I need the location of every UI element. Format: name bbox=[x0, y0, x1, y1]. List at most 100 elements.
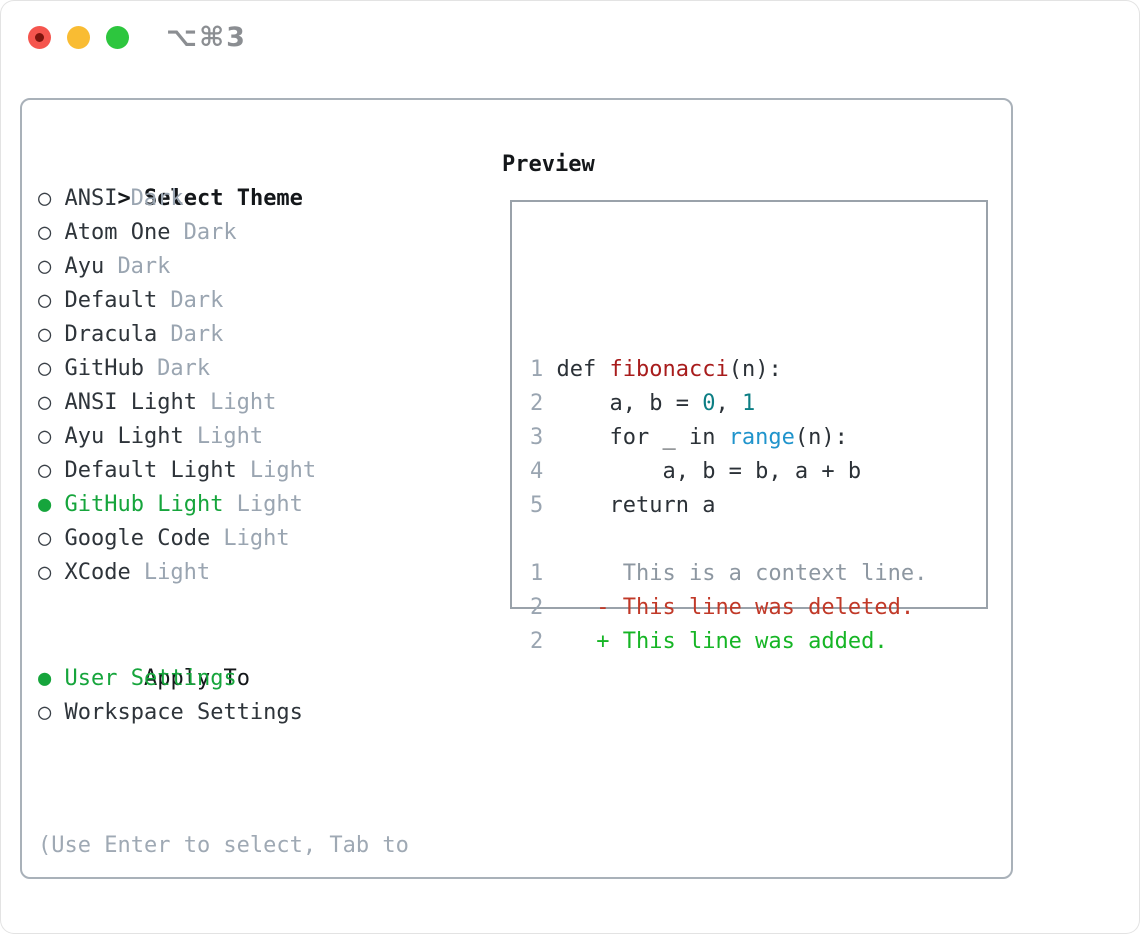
code-line: 5 return a bbox=[530, 489, 986, 523]
apply-option[interactable]: ○ Workspace Settings bbox=[38, 696, 303, 730]
theme-option[interactable]: ○ Atom One Dark bbox=[38, 216, 316, 250]
theme-option[interactable]: ○ GitHub Dark bbox=[38, 352, 316, 386]
code-segment-code: a, b = b, a + b bbox=[556, 459, 862, 484]
theme-option-label: GitHub bbox=[64, 356, 144, 381]
code-segment-call: range bbox=[728, 425, 795, 450]
close-dot-icon bbox=[35, 33, 44, 42]
theme-option[interactable]: ○ Dracula Dark bbox=[38, 318, 316, 352]
theme-option-label: Ayu Light bbox=[64, 424, 184, 449]
code-segment-num: 3 bbox=[530, 425, 557, 450]
theme-variant-tag: Dark bbox=[117, 254, 171, 279]
theme-option[interactable]: ○ ANSI Light Light bbox=[38, 386, 316, 420]
code-segment-code: a, b = bbox=[556, 391, 703, 416]
theme-variant-tag: Dark bbox=[170, 322, 224, 347]
code-segment-num: 4 bbox=[530, 459, 557, 484]
code-line: 2 - This line was deleted. bbox=[530, 591, 986, 625]
code-segment-fn: fibonacci bbox=[609, 357, 729, 382]
code-segment-lit: 0 bbox=[702, 391, 716, 416]
theme-list-title: Select Theme bbox=[143, 186, 303, 211]
code-line: 1 This is a context line. bbox=[530, 557, 986, 591]
selected-dot-icon: ● bbox=[38, 666, 52, 691]
code-segment-lit: 1 bbox=[741, 391, 756, 416]
code-segment-code: for _ in bbox=[556, 425, 729, 450]
code-segment-num: 2 bbox=[530, 595, 557, 620]
apply-option[interactable]: ● User Settings bbox=[38, 662, 303, 696]
minimize-button[interactable] bbox=[67, 26, 90, 49]
theme-list-header: > Select Theme bbox=[38, 148, 316, 211]
theme-variant-tag: Dark bbox=[170, 288, 224, 313]
code-segment-add: + This line was added. bbox=[556, 629, 888, 654]
close-button[interactable] bbox=[28, 26, 51, 49]
code-segment-num: 5 bbox=[530, 493, 557, 518]
code-segment-del: - This line was deleted. bbox=[556, 595, 915, 620]
code-segment-num: 1 bbox=[530, 357, 557, 382]
theme-variant-tag: Light bbox=[196, 424, 264, 449]
apply-to-title: Apply To bbox=[143, 666, 250, 691]
theme-option-label: XCode bbox=[64, 560, 131, 585]
code-line: 2 a, b = 0, 1 bbox=[530, 387, 986, 421]
apply-to-header-row: Apply To bbox=[38, 628, 303, 691]
theme-option-label: Ayu bbox=[64, 254, 105, 279]
code-segment-code: return a bbox=[556, 493, 716, 518]
radio-circle-icon: ○ bbox=[38, 322, 52, 347]
theme-variant-tag: Light bbox=[143, 560, 211, 585]
apply-option-label: User Settings bbox=[64, 666, 237, 691]
theme-option[interactable]: ○ Google Code Light bbox=[38, 522, 316, 556]
radio-circle-icon: ○ bbox=[38, 424, 52, 449]
window-title: ⌥⌘3 bbox=[166, 22, 247, 53]
radio-circle-icon: ○ bbox=[38, 458, 52, 483]
theme-option-label: GitHub Light bbox=[64, 492, 224, 517]
keyboard-hint: (Use Enter to select, Tab to change focu… bbox=[38, 761, 409, 934]
theme-option[interactable]: ○ Ayu Dark bbox=[38, 250, 316, 284]
code-segment-num: 2 bbox=[530, 391, 557, 416]
title-bar: ⌥⌘3 bbox=[0, 0, 1140, 75]
radio-circle-icon: ○ bbox=[38, 356, 52, 381]
radio-circle-icon: ○ bbox=[38, 700, 52, 725]
radio-circle-icon: ○ bbox=[38, 220, 52, 245]
code-line: 3 for _ in range(n): bbox=[530, 421, 986, 455]
radio-circle-icon: ○ bbox=[38, 254, 52, 279]
code-segment-code: def bbox=[556, 357, 610, 382]
code-segment-num: 1 bbox=[530, 561, 557, 586]
code-segment-code: (n): bbox=[794, 425, 848, 450]
apply-option-label: Workspace Settings bbox=[64, 700, 303, 725]
selected-dot-icon: ● bbox=[38, 492, 52, 517]
radio-circle-icon: ○ bbox=[38, 560, 52, 585]
theme-option-label: ANSI Light bbox=[64, 390, 197, 415]
radio-circle-icon: ○ bbox=[38, 186, 52, 211]
theme-option[interactable]: ○ Ayu Light Light bbox=[38, 420, 316, 454]
theme-variant-tag: Light bbox=[249, 458, 317, 483]
theme-variant-tag: Light bbox=[223, 526, 290, 551]
theme-option-label: Atom One bbox=[64, 220, 171, 245]
code-line bbox=[530, 523, 986, 557]
theme-option-label: ANSI bbox=[64, 186, 118, 211]
cursor-icon: > bbox=[117, 186, 131, 211]
code-segment-ctx: This is a context line. bbox=[556, 561, 928, 586]
code-segment-code: (n): bbox=[728, 357, 782, 382]
hint-line-1: (Use Enter to select, Tab to bbox=[38, 833, 409, 858]
apply-to-group: Apply To ● User Settings ○ Workspace Settin… bbox=[38, 628, 303, 730]
theme-variant-tag: Dark bbox=[183, 220, 237, 245]
theme-option-label: Default bbox=[64, 288, 158, 313]
code-segment-num: 2 bbox=[530, 629, 557, 654]
code-segment-code: , bbox=[715, 391, 742, 416]
radio-circle-icon: ○ bbox=[38, 526, 52, 551]
zoom-button[interactable] bbox=[106, 26, 129, 49]
radio-circle-icon: ○ bbox=[38, 390, 52, 415]
theme-variant-tag: Dark bbox=[130, 186, 184, 211]
theme-option-label: Dracula bbox=[64, 322, 158, 347]
theme-variant-tag: Light bbox=[210, 390, 277, 415]
code-line: 1 def fibonacci(n): bbox=[530, 353, 986, 387]
theme-option-label: Google Code bbox=[64, 526, 211, 551]
code-line: 2 + This line was added. bbox=[530, 625, 986, 659]
theme-option[interactable]: ○ XCode Light bbox=[38, 556, 316, 590]
theme-option[interactable]: ○ ANSI Dark bbox=[38, 182, 316, 216]
theme-variant-tag: Dark bbox=[157, 356, 211, 381]
